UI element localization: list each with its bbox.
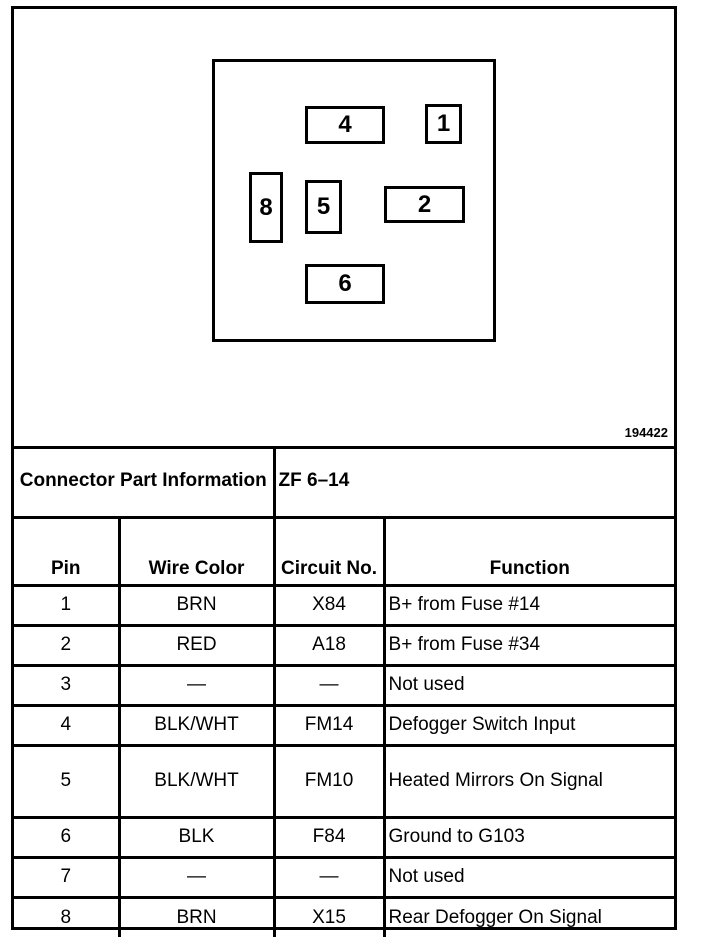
column-headers: Pin Wire Color Circuit No. Function [14,515,675,587]
cavity-1: 1 [425,104,462,144]
wire-color-cell: RED [117,623,276,667]
function-cell: Rear Defogger On Signal [382,895,675,937]
function-cell: Defogger Switch Input [382,703,675,747]
pin-cell: 3 [14,663,121,707]
circuit-cell: FM14 [272,703,386,747]
cavity-8: 8 [249,172,283,243]
wire-color-cell: BRN [117,583,276,627]
part-info-value: ZF 6–14 [272,446,675,519]
circuit-cell: — [272,663,386,707]
circuit-cell: FM10 [272,743,386,819]
table-row: 7 — — Not used [14,855,675,899]
table-row: 8 BRN X15 Rear Defogger On Signal [14,895,675,937]
pin-cell: 8 [14,895,121,937]
table-row: 2 RED A18 B+ from Fuse #34 [14,623,675,667]
table-row: 5 BLK/WHT FM10 Heated Mirrors On Signal [14,743,675,819]
table-row: 4 BLK/WHT FM14 Defogger Switch Input [14,703,675,747]
connector-sheet: 4 1 8 5 2 6 194422 Connector Part Inform… [11,6,677,937]
pin-cell: 1 [14,583,121,627]
part-info-row: Connector Part Information ZF 6–14 [14,446,675,519]
cavity-2: 2 [384,186,465,223]
pin-cell: 4 [14,703,121,747]
table-row: 1 BRN X84 B+ from Fuse #14 [14,583,675,627]
header-function: Function [382,515,675,587]
connector-diagram: 4 1 8 5 2 6 194422 [14,9,674,449]
wire-color-cell: BLK/WHT [117,703,276,747]
pin-cell: 5 [14,743,121,819]
function-cell: Heated Mirrors On Signal [382,743,675,819]
pin-cell: 7 [14,855,121,899]
circuit-cell: X15 [272,895,386,937]
figure-id: 194422 [624,425,668,440]
pinout-table: Connector Part Information ZF 6–14 Pin W… [14,446,675,937]
circuit-cell: F84 [272,815,386,859]
function-cell: Not used [382,855,675,899]
circuit-cell: — [272,855,386,899]
wire-color-cell: — [117,663,276,707]
connector-housing: 4 1 8 5 2 6 [212,59,496,342]
function-cell: Ground to G103 [382,815,675,859]
wire-color-cell: BLK/WHT [117,743,276,819]
part-info-label: Connector Part Information [14,446,276,519]
wire-color-cell: BLK [117,815,276,859]
header-pin: Pin [14,515,121,587]
circuit-cell: X84 [272,583,386,627]
pin-cell: 2 [14,623,121,667]
function-cell: B+ from Fuse #34 [382,623,675,667]
header-wire-color: Wire Color [117,515,276,587]
function-cell: B+ from Fuse #14 [382,583,675,627]
cavity-6: 6 [305,264,385,304]
wire-color-cell: BRN [117,895,276,937]
table-row: 3 — — Not used [14,663,675,707]
pin-cell: 6 [14,815,121,859]
cavity-4: 4 [305,106,385,144]
cavity-5: 5 [305,180,342,234]
table-row: 6 BLK F84 Ground to G103 [14,815,675,859]
circuit-cell: A18 [272,623,386,667]
header-circuit-no: Circuit No. [272,515,386,587]
function-cell: Not used [382,663,675,707]
wire-color-cell: — [117,855,276,899]
